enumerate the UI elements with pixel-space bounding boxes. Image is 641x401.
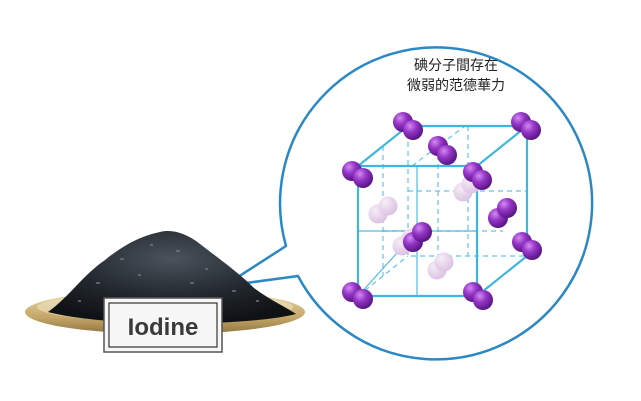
iodine-molecule <box>393 112 423 140</box>
iodine-molecule <box>428 136 457 165</box>
iodine-molecule <box>511 112 541 140</box>
iodine-molecule <box>342 282 373 309</box>
iodine-molecule <box>488 198 517 228</box>
iodine-molecule <box>427 252 454 280</box>
crystal-glints <box>78 244 259 302</box>
iodine-molecule <box>342 161 373 188</box>
molecules <box>342 112 542 310</box>
iodine-molecule <box>463 162 492 190</box>
iodine-label: Iodine <box>128 314 199 341</box>
caption-line-1: 碘分子間存在 <box>414 58 498 74</box>
caption-line-2: 微弱的范德華力 <box>407 78 505 94</box>
iodine-molecule <box>403 222 432 252</box>
iodine-molecule <box>368 196 398 224</box>
iodine-molecule <box>463 282 493 310</box>
iodine-molecule <box>512 232 542 260</box>
caption: 碘分子間存在 微弱的范德華力 <box>376 56 536 96</box>
iodine-label-card: Iodine <box>103 297 223 353</box>
